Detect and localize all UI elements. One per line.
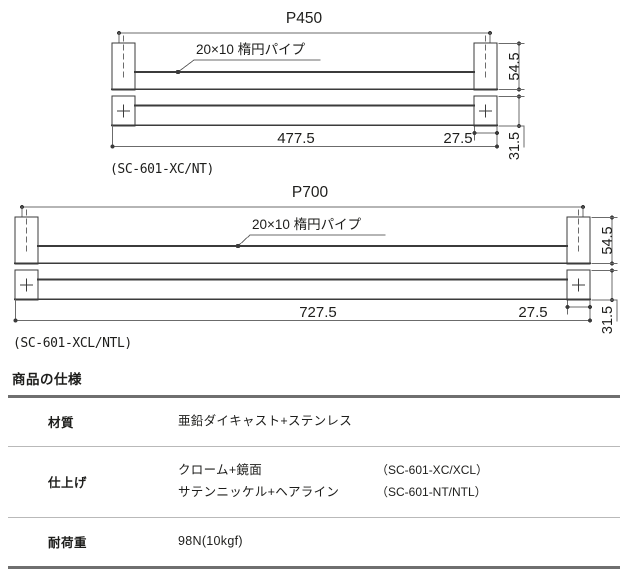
- spec-row-label: 耐荷重: [8, 517, 173, 569]
- table-row: 材質 亜鉛ダイキャスト+ステンレス: [8, 395, 620, 447]
- spec-row-value: 98N(10kgf): [173, 517, 620, 569]
- spec-value-code: （SC-601-NT/NTL）: [376, 484, 487, 499]
- dim-height-lower-label: 31.5: [507, 132, 523, 160]
- dim-pitch-label: P700: [292, 184, 329, 201]
- spec-section-title: 商品の仕様: [12, 372, 82, 387]
- spec-value-text: クローム+鏡面: [178, 462, 263, 477]
- drawing-sc-601-xcl-ntl: P700 20×10 楕円パイプ 727.5 27.5 54.5 31.5 (S…: [13, 184, 618, 351]
- dim-pitch-label: P450: [286, 10, 323, 27]
- product-spec-section: 商品の仕様 材質 亜鉛ダイキャスト+ステンレス 仕上げ クローム+鏡面（SC-: [8, 368, 620, 569]
- table-row: 耐荷重 98N(10kgf): [8, 517, 620, 569]
- pipe-callout-label: 20×10 楕円パイプ: [252, 216, 362, 232]
- spec-value-text: 亜鉛ダイキャスト+ステンレス: [178, 414, 353, 428]
- dim-short-label: 27.5: [518, 304, 547, 321]
- spec-row-value: クローム+鏡面 （SC-601-XC/XCL） サテンニッケル+ヘアライン （SC-…: [173, 446, 620, 518]
- model-label: (SC-601-XC/NT): [110, 162, 214, 177]
- model-label: (SC-601-XCL/NTL): [13, 336, 132, 351]
- dim-height-lower-label: 31.5: [600, 306, 616, 334]
- spec-row-value: 亜鉛ダイキャスト+ステンレス: [173, 395, 620, 447]
- dim-height-upper-label: 54.5: [507, 52, 523, 80]
- pipe-callout-label: 20×10 楕円パイプ: [196, 41, 306, 57]
- spec-row-label: 材質: [8, 395, 173, 447]
- spec-value-text: サテンニッケル+ヘアライン: [178, 484, 340, 499]
- dim-long-label: 727.5: [299, 304, 337, 321]
- dim-short-label: 27.5: [443, 130, 472, 147]
- spec-value-line: 98N(10kgf): [178, 531, 620, 553]
- dim-long-label: 477.5: [277, 130, 315, 147]
- spec-value-text: 98N(10kgf): [178, 533, 243, 548]
- spec-value-line: サテンニッケル+ヘアライン （SC-601-NT/NTL）: [178, 482, 620, 504]
- spec-value-line: クローム+鏡面 （SC-601-XC/XCL）: [178, 460, 620, 482]
- spec-value-code: （SC-601-XC/XCL）: [376, 462, 489, 477]
- spec-table: 材質 亜鉛ダイキャスト+ステンレス 仕上げ クローム+鏡面 （SC-601-XC/…: [8, 395, 620, 569]
- dim-height-upper-label: 54.5: [600, 226, 616, 254]
- spec-value-line: 亜鉛ダイキャスト+ステンレス: [178, 411, 620, 433]
- table-row: 仕上げ クローム+鏡面 （SC-601-XC/XCL） サテンニッケル+ヘアライン…: [8, 446, 620, 518]
- drawing-sc-601-xc-nt: P450 20×10 楕円パイプ 477.5 27.5 54.5 31.5 (S…: [110, 10, 525, 177]
- spec-row-label: 仕上げ: [8, 446, 173, 518]
